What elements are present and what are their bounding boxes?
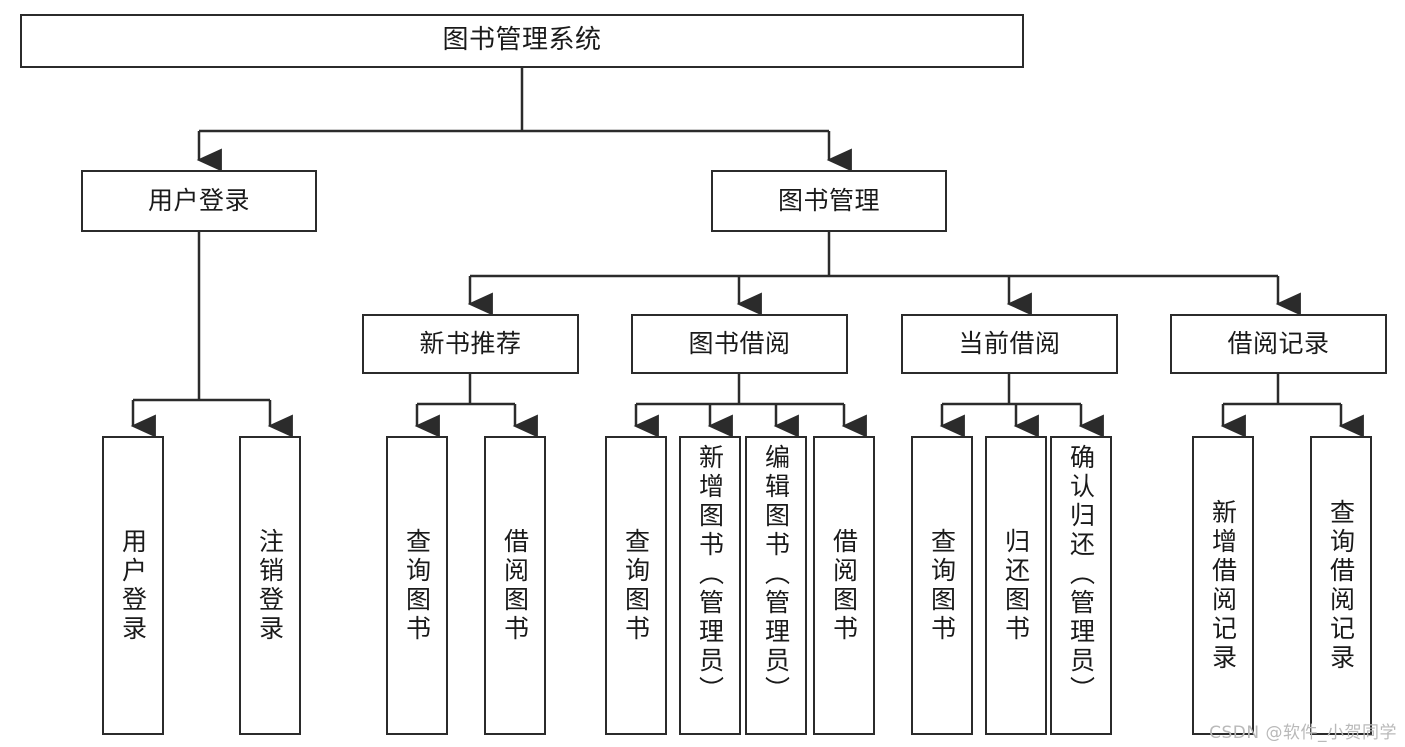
node-leaf-add-borrow-record[interactable]: 新增借阅记录 xyxy=(1192,436,1254,735)
node-book-manage-label: 图书管理 xyxy=(777,185,880,215)
node-leaf-edit-book-admin[interactable]: 编辑图书（管理员） xyxy=(745,436,807,735)
node-leaf-query-book-current-label: 查询图书 xyxy=(927,527,957,644)
node-leaf-user-login[interactable]: 用户登录 xyxy=(102,436,164,735)
node-current-borrow[interactable]: 当前借阅 xyxy=(901,314,1118,374)
node-leaf-query-book-borrow[interactable]: 查询图书 xyxy=(605,436,667,735)
node-borrow-record-label: 借阅记录 xyxy=(1227,328,1330,358)
node-leaf-confirm-return-admin-label: 确认归还（管理员） xyxy=(1066,444,1096,705)
node-user-login[interactable]: 用户登录 xyxy=(81,170,317,232)
node-leaf-query-book-current[interactable]: 查询图书 xyxy=(911,436,973,735)
node-new-book-recommend-label: 新书推荐 xyxy=(419,328,522,358)
node-leaf-add-book-admin[interactable]: 新增图书（管理员） xyxy=(679,436,741,735)
node-leaf-logout-login-label: 注销登录 xyxy=(255,527,285,644)
node-leaf-return-book[interactable]: 归还图书 xyxy=(985,436,1047,735)
node-book-borrow-label: 图书借阅 xyxy=(688,328,791,358)
node-leaf-query-book-rec[interactable]: 查询图书 xyxy=(386,436,448,735)
node-leaf-borrow-book-rec-label: 借阅图书 xyxy=(500,527,530,644)
node-root[interactable]: 图书管理系统 xyxy=(20,14,1024,68)
node-leaf-add-borrow-record-label: 新增借阅记录 xyxy=(1208,498,1238,673)
node-leaf-query-book-borrow-label: 查询图书 xyxy=(621,527,651,644)
node-book-borrow[interactable]: 图书借阅 xyxy=(631,314,848,374)
node-leaf-logout-login[interactable]: 注销登录 xyxy=(239,436,301,735)
node-user-login-label: 用户登录 xyxy=(147,185,250,215)
node-current-borrow-label: 当前借阅 xyxy=(958,328,1061,358)
node-leaf-query-book-rec-label: 查询图书 xyxy=(402,527,432,644)
node-leaf-query-borrow-record[interactable]: 查询借阅记录 xyxy=(1310,436,1372,735)
node-leaf-borrow-book-label: 借阅图书 xyxy=(829,527,859,644)
node-root-label: 图书管理系统 xyxy=(442,25,602,56)
csdn-watermark: CSDN @软件_小贺同学 xyxy=(1209,723,1397,743)
node-leaf-borrow-book[interactable]: 借阅图书 xyxy=(813,436,875,735)
node-leaf-return-book-label: 归还图书 xyxy=(1001,527,1031,644)
node-borrow-record[interactable]: 借阅记录 xyxy=(1170,314,1387,374)
node-leaf-borrow-book-rec[interactable]: 借阅图书 xyxy=(484,436,546,735)
node-leaf-user-login-label: 用户登录 xyxy=(118,527,148,644)
node-leaf-confirm-return-admin[interactable]: 确认归还（管理员） xyxy=(1050,436,1112,735)
node-leaf-query-borrow-record-label: 查询借阅记录 xyxy=(1326,498,1356,673)
node-new-book-recommend[interactable]: 新书推荐 xyxy=(362,314,579,374)
node-book-manage[interactable]: 图书管理 xyxy=(711,170,947,232)
node-leaf-edit-book-admin-label: 编辑图书（管理员） xyxy=(761,444,791,705)
node-leaf-add-book-admin-label: 新增图书（管理员） xyxy=(695,444,725,705)
